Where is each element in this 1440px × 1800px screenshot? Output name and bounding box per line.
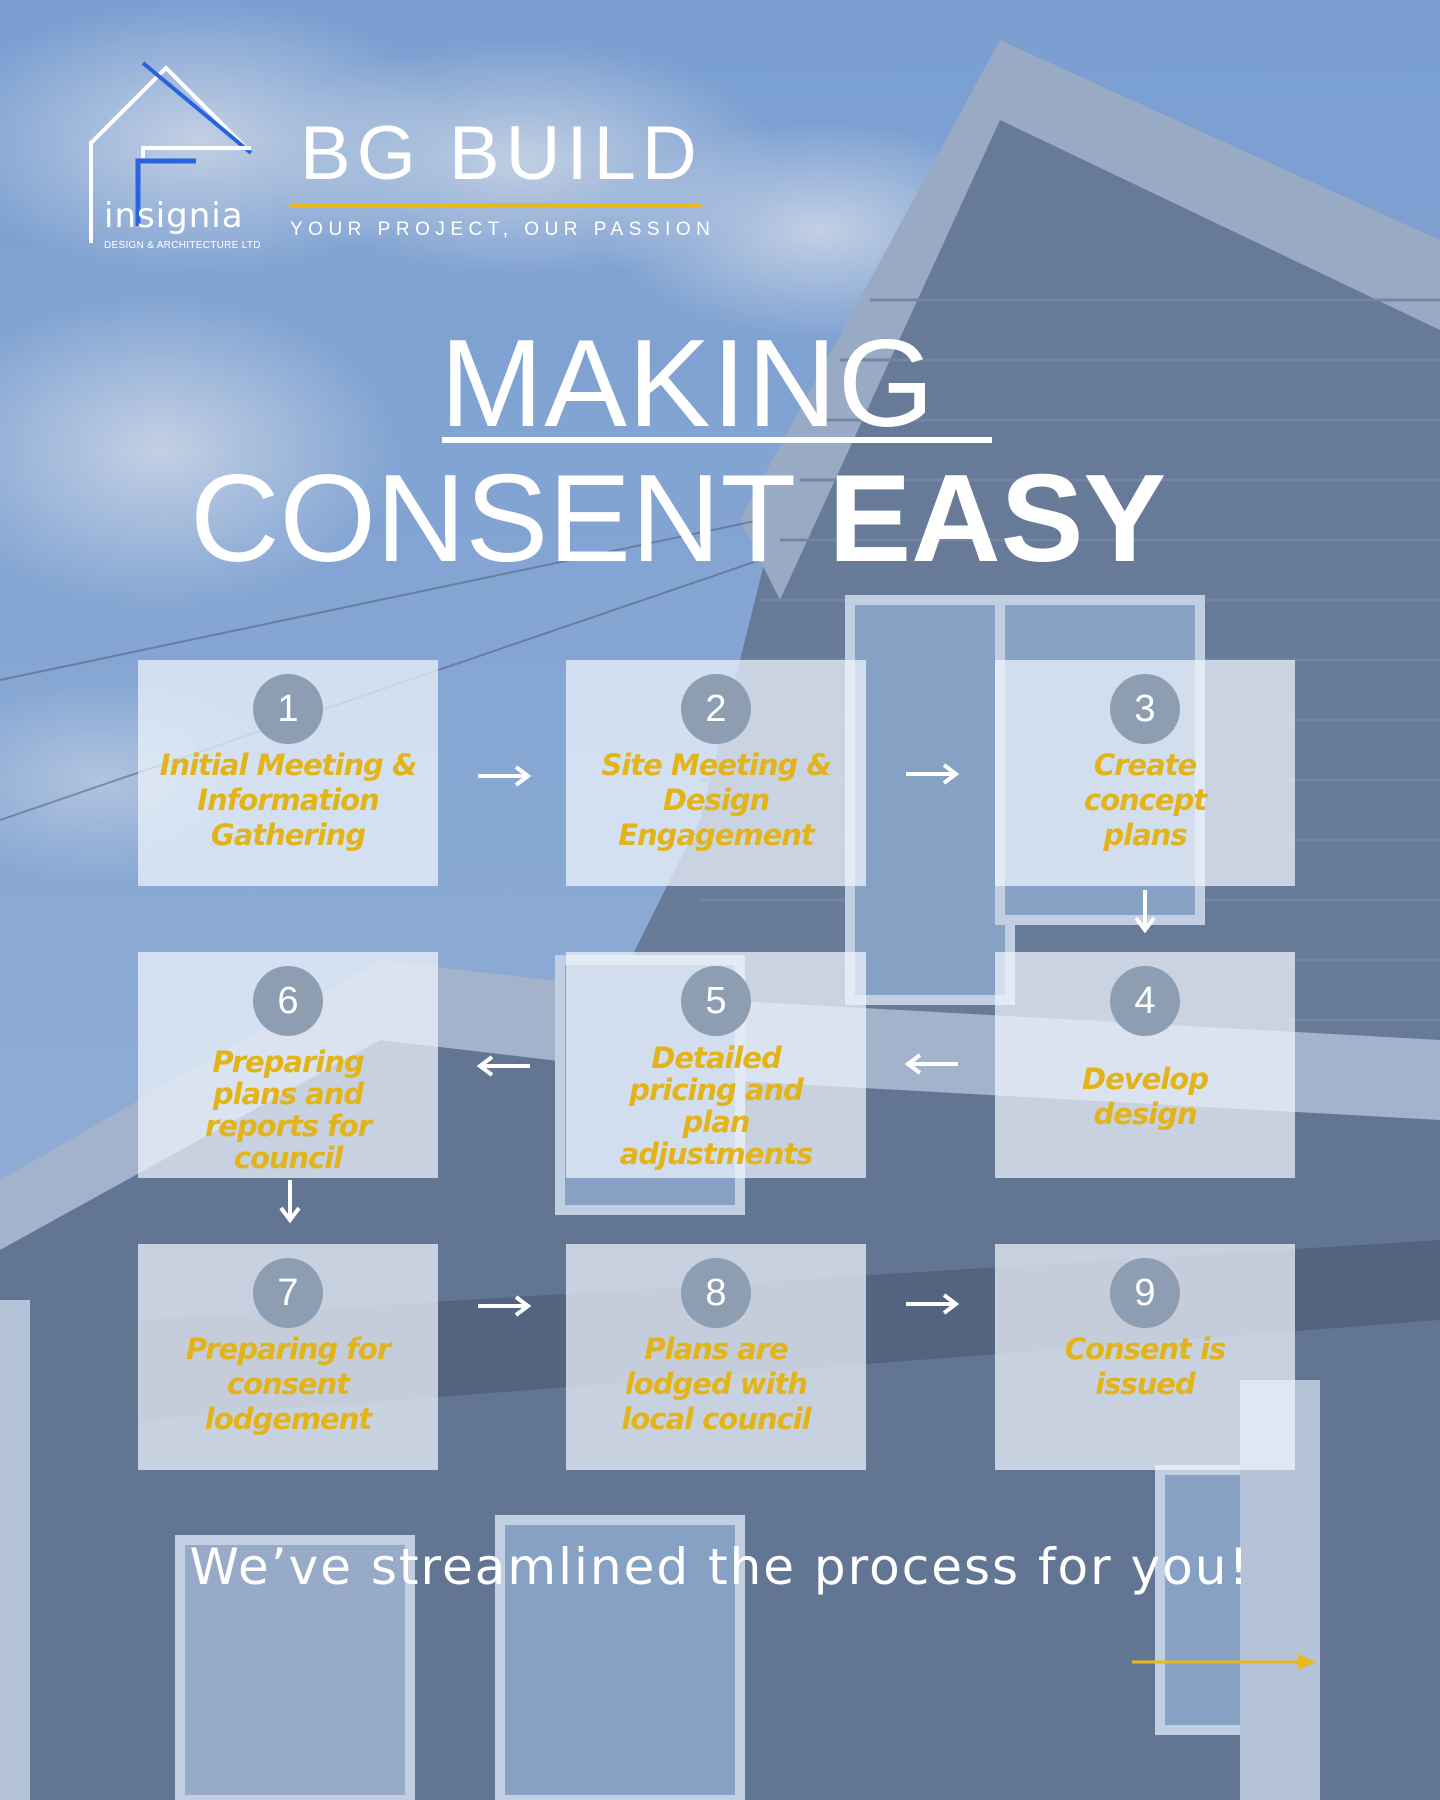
arrow-down-icon bbox=[1134, 890, 1156, 934]
step-number: 1 bbox=[253, 674, 323, 744]
step-label: Create concept plans bbox=[1083, 748, 1207, 852]
step-label: Initial Meeting & Information Gathering bbox=[159, 748, 418, 852]
step-number: 6 bbox=[253, 966, 323, 1036]
headline-bold: EASY bbox=[828, 450, 1167, 588]
arrow-down-icon bbox=[279, 1180, 301, 1224]
step-label: Develop design bbox=[1082, 1062, 1209, 1131]
brand-underline bbox=[290, 203, 702, 208]
arrow-right-icon bbox=[478, 765, 532, 787]
headline-underline bbox=[442, 437, 992, 443]
step-label: Preparing plans and reports for council bbox=[204, 1045, 372, 1175]
arrow-right-icon bbox=[478, 1295, 532, 1317]
arrow-right-icon bbox=[906, 763, 960, 785]
arrow-right-icon bbox=[906, 1293, 960, 1315]
step-card-3: 3 Create concept plans bbox=[995, 660, 1295, 886]
step-label: Consent is issued bbox=[1064, 1332, 1227, 1401]
step-card-7: 7 Preparing for consent lodgement bbox=[138, 1244, 438, 1470]
step-number: 8 bbox=[681, 1258, 751, 1328]
step-number: 5 bbox=[681, 966, 751, 1036]
brand-name: BG BUILD bbox=[300, 111, 703, 196]
step-label: Preparing for consent lodgement bbox=[185, 1332, 391, 1436]
step-number: 2 bbox=[681, 674, 751, 744]
insignia-logo-icon bbox=[89, 61, 253, 243]
step-number: 9 bbox=[1110, 1258, 1180, 1328]
arrow-left-icon bbox=[476, 1055, 530, 1077]
step-card-5: 5 Detailed pricing and plan adjustments bbox=[566, 952, 866, 1178]
arrow-left-icon bbox=[904, 1053, 958, 1075]
step-card-2: 2 Site Meeting & Design Engagement bbox=[566, 660, 866, 886]
headline-line2: CONSENT EASY bbox=[190, 457, 1166, 581]
step-number: 3 bbox=[1110, 674, 1180, 744]
brand-tagline: YOUR PROJECT, OUR PASSION bbox=[290, 219, 716, 240]
headline-regular: CONSENT bbox=[190, 450, 829, 588]
step-card-8: 8 Plans are lodged with local council bbox=[566, 1244, 866, 1470]
step-card-6: 6 Preparing plans and reports for counci… bbox=[138, 952, 438, 1178]
step-number: 7 bbox=[253, 1258, 323, 1328]
step-number: 4 bbox=[1110, 966, 1180, 1036]
step-label: Site Meeting & Design Engagement bbox=[601, 748, 831, 852]
next-arrow-icon bbox=[1132, 1654, 1316, 1670]
headline-line1: MAKING bbox=[440, 315, 936, 453]
step-card-1: 1 Initial Meeting & Information Gatherin… bbox=[138, 660, 438, 886]
footer-text: We’ve streamlined the process for you! bbox=[189, 1538, 1251, 1596]
step-card-4: 4 Develop design bbox=[995, 952, 1295, 1178]
step-label: Plans are lodged with local council bbox=[621, 1332, 811, 1436]
logo-name: insignia bbox=[104, 196, 244, 236]
step-label: Detailed pricing and plan adjustments bbox=[619, 1041, 814, 1171]
step-card-9: 9 Consent is issued bbox=[995, 1244, 1295, 1470]
logo-subtitle: DESIGN & ARCHITECTURE LTD bbox=[104, 240, 261, 251]
